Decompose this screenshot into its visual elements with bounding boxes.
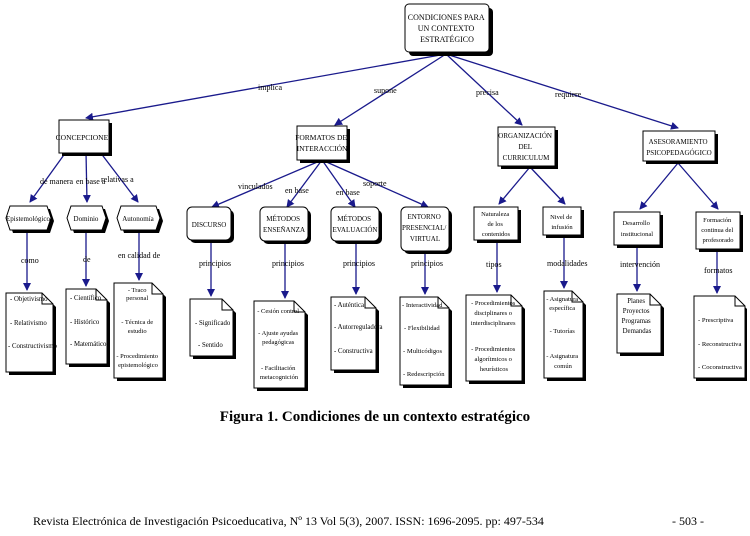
sub-principios-eval: principios bbox=[343, 259, 375, 268]
sub-en-calidad-de: en calidad de bbox=[118, 251, 161, 260]
node-organizacion: ORGANIZACIÓN DEL CURRICULUM bbox=[497, 126, 558, 169]
svg-text:CONCEPCIONES: CONCEPCIONES bbox=[56, 133, 113, 142]
link-requiere: requiere bbox=[555, 90, 582, 99]
svg-text:- Procedimientos discipl: - Procedimientos disciplinares o interdi… bbox=[471, 300, 517, 373]
link-en-base-2: en base bbox=[336, 188, 360, 197]
svg-text:Planes Proyectos P: Planes Proyectos Programas Demandas bbox=[622, 298, 653, 335]
doc-epistemologico: - Objetivismo - Relativismo - Constructi… bbox=[5, 292, 58, 375]
link-relativas-a: relativas a bbox=[101, 175, 134, 184]
sub-modalidades: modalidades bbox=[547, 259, 587, 268]
svg-text:- Significado - Sentido: - Significado - Sentido bbox=[195, 320, 232, 349]
sub-como: como bbox=[21, 256, 39, 265]
svg-text:MÉTODOS EVALUACIÓN: MÉTODOS EVALUACIÓN bbox=[333, 215, 378, 234]
svg-text:Nivel de infusión: Nivel de infusión bbox=[550, 214, 574, 231]
page-number: - 503 - bbox=[672, 514, 704, 528]
svg-text:- Científico - Histórico: - Científico - Histórico - Matemático bbox=[70, 295, 107, 348]
node-epistemologico: Epistemológico bbox=[5, 205, 54, 233]
svg-text:- Prescriptiva - Reconst: - Prescriptiva - Reconstructiva - Cocons… bbox=[698, 317, 743, 371]
svg-text:- Auténtica - Autorregul: - Auténtica - Autorreguladora - Construc… bbox=[334, 302, 384, 355]
doc-discurso: - Significado - Sentido bbox=[189, 298, 236, 359]
doc-dominio: - Científico - Histórico - Matemático bbox=[65, 288, 110, 367]
link-precisa: precisa bbox=[476, 88, 499, 97]
node-asesoramiento: ASESORAMIENTO PSICOPEDAGÓGICO bbox=[642, 130, 718, 164]
svg-text:CONDICIONES PARA UN CONT: CONDICIONES PARA UN CONTEXTO ESTRATÉGICO bbox=[408, 13, 486, 44]
svg-text:ORGANIZACIÓN DEL C: ORGANIZACIÓN DEL CURRICULUM bbox=[498, 132, 553, 162]
svg-text:DISCURSO: DISCURSO bbox=[192, 221, 227, 229]
svg-text:- Interactividad - Flexi: - Interactividad - Flexibilidad - Multic… bbox=[402, 302, 445, 378]
sub-tipos: tipos bbox=[486, 260, 502, 269]
link-supone: supone bbox=[374, 86, 397, 95]
doc-autonomia: - Traco personal - Técnica de estudio - … bbox=[113, 282, 166, 381]
node-concepciones: CONCEPCIONES bbox=[56, 119, 113, 156]
node-discurso: DISCURSO bbox=[186, 206, 234, 243]
svg-text:Formación continua del: Formación continua del profesorado bbox=[701, 217, 735, 244]
doc-formacion: - Prescriptiva - Reconstructiva - Cocons… bbox=[693, 295, 747, 381]
svg-text:Desarrollo institucional: Desarrollo institucional bbox=[621, 220, 653, 238]
doc-nivel-infusion: - Asignatura específica - Tutorías - Asi… bbox=[543, 290, 586, 381]
concept-map: implica supone precisa requiere de maner… bbox=[5, 3, 747, 391]
svg-text:- Objetivismo - Relativi: - Objetivismo - Relativismo - Constructi… bbox=[8, 296, 58, 350]
journal-citation: Revista Electrónica de Investigación Psi… bbox=[33, 514, 544, 528]
link-implica: implica bbox=[258, 83, 282, 92]
doc-metodos-evaluacion: - Auténtica - Autorreguladora - Construc… bbox=[330, 296, 384, 373]
svg-text:- Asignatura específica: - Asignatura específica - Tutorías - Asi… bbox=[546, 296, 580, 370]
sub-principios-ense: principios bbox=[272, 259, 304, 268]
sub-principios-discurso: principios bbox=[199, 259, 231, 268]
svg-text:FORMATOS DE INTERACCIÓN: FORMATOS DE INTERACCIÓN bbox=[295, 133, 349, 153]
svg-text:MÉTODOS ENSEÑANZA: MÉTODOS ENSEÑANZA bbox=[263, 215, 305, 234]
link-vinculados: vinculados bbox=[238, 182, 273, 191]
link-de-manera: de manera bbox=[40, 177, 74, 186]
root-node: CONDICIONES PARA UN CONTEXTO ESTRATÉGICO bbox=[404, 3, 493, 56]
svg-text:Naturaleza de los: Naturaleza de los contenidos bbox=[481, 211, 511, 238]
node-naturaleza: Naturaleza de los contenidos bbox=[473, 206, 521, 243]
node-metodos-ensenanza: MÉTODOS ENSEÑANZA bbox=[259, 206, 311, 244]
node-autonomia: Autonomía bbox=[116, 205, 163, 233]
doc-desarrollo: Planes Proyectos Programas Demandas bbox=[616, 293, 664, 356]
svg-text:Epistemológico: Epistemológico bbox=[6, 215, 50, 223]
svg-text:ASESORAMIENTO PSICOPEDAG: ASESORAMIENTO PSICOPEDAGÓGICO bbox=[646, 138, 711, 157]
doc-metodos-ensenanza: - Cesión control - Ajuste ayudas pedagóg… bbox=[253, 300, 308, 391]
svg-text:Dominio: Dominio bbox=[74, 215, 99, 223]
node-formacion: Formación continua del profesorado bbox=[695, 211, 743, 252]
sub-de: de bbox=[83, 255, 91, 264]
node-formatos: FORMATOS DE INTERACCIÓN bbox=[295, 125, 350, 163]
svg-text:Autonomía: Autonomía bbox=[122, 215, 154, 223]
sub-formatos: formatos bbox=[704, 266, 732, 275]
link-en-base-1: en base bbox=[285, 186, 309, 195]
node-entorno: ENTORNO PRESENCIAL/ VIRTUAL bbox=[400, 206, 452, 254]
link-soporte: soporte bbox=[363, 179, 387, 188]
sub-principios-entorno: principios bbox=[411, 259, 443, 268]
figure-caption: Figura 1. Condiciones de un contexto est… bbox=[219, 409, 531, 425]
link-en-base-a: en base a bbox=[76, 177, 106, 186]
node-desarrollo: Desarrollo institucional bbox=[613, 211, 663, 248]
sub-intervencion: intervención bbox=[620, 260, 660, 269]
node-metodos-evaluacion: MÉTODOS EVALUACIÓN bbox=[330, 206, 382, 244]
svg-text:- Traco personal -: - Traco personal - Técnica de estudio - … bbox=[116, 287, 159, 369]
doc-entorno: - Interactividad - Flexibilidad - Multic… bbox=[399, 296, 452, 388]
svg-text:- Cesión control - Ajust: - Cesión control - Ajuste ayudas pedagóg… bbox=[257, 308, 301, 381]
doc-naturaleza: - Procedimientos disciplinares o interdi… bbox=[465, 294, 525, 384]
node-nivel-infusion: Nivel de infusión bbox=[542, 206, 584, 238]
node-dominio: Dominio bbox=[66, 205, 109, 233]
svg-text:ENTORNO PRESENCIAL/: ENTORNO PRESENCIAL/ VIRTUAL bbox=[402, 213, 448, 243]
